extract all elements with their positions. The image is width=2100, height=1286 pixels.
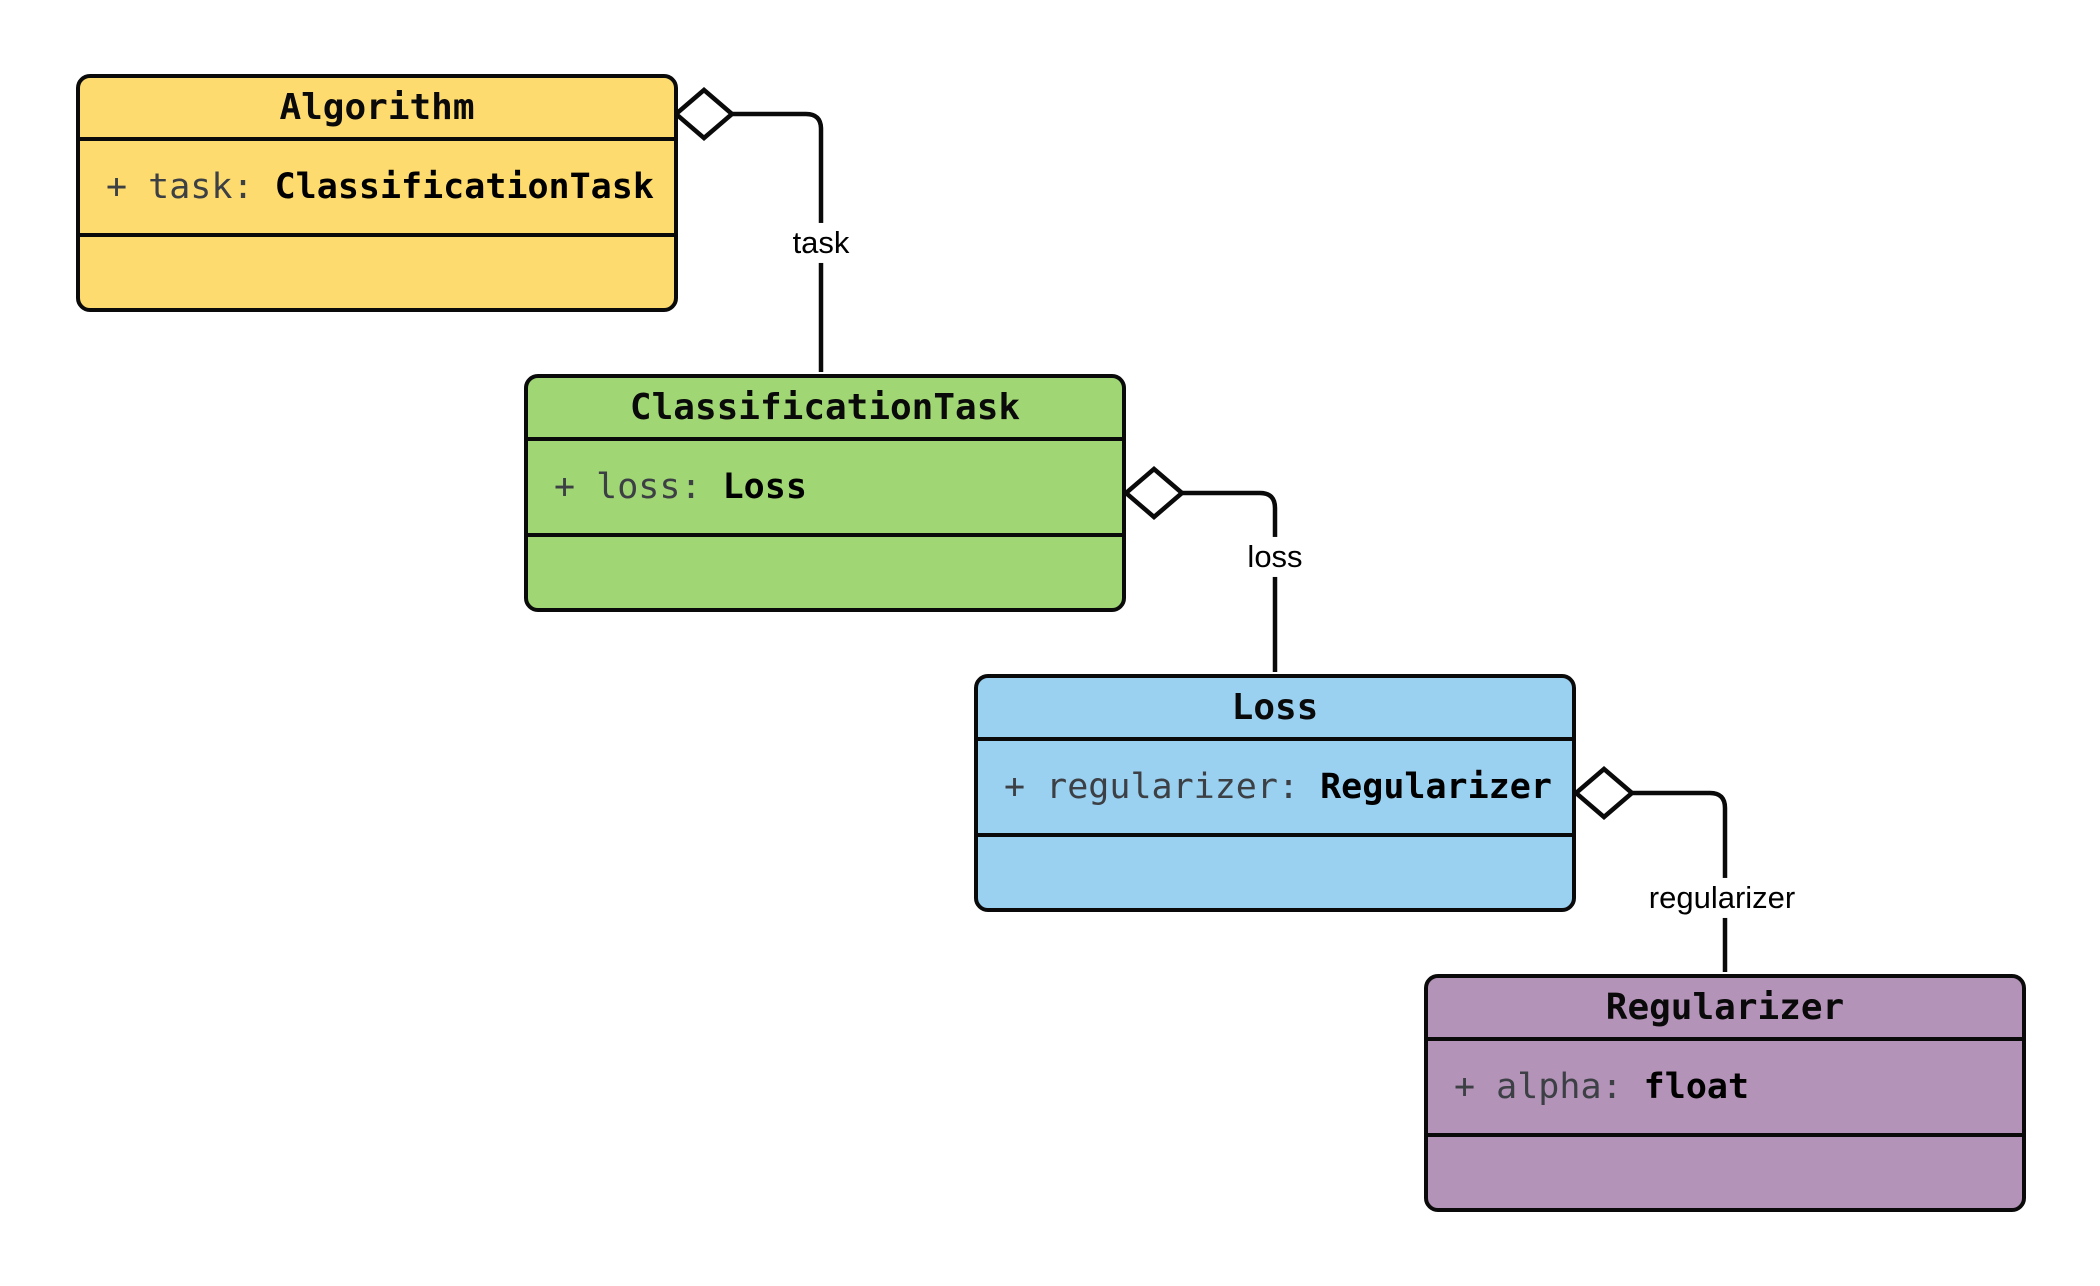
attribute-type: float: [1643, 1067, 1750, 1107]
attribute-name: regularizer: [1046, 767, 1278, 807]
attribute-separator: :: [232, 167, 275, 207]
attribute-visibility: +: [1004, 767, 1047, 807]
edge-label-regularizer: regularizer: [1640, 877, 1804, 919]
class-attributes-compartment: + loss: Loss: [528, 441, 1122, 537]
edge-label-loss: loss: [1239, 536, 1311, 578]
class-title: ClassificationTask: [528, 378, 1122, 441]
class-regularizer: Regularizer + alpha: float: [1424, 974, 2026, 1212]
class-classificationtask: ClassificationTask + loss: Loss: [524, 374, 1126, 612]
class-loss: Loss + regularizer: Regularizer: [974, 674, 1576, 912]
class-methods-compartment-empty: [1428, 1137, 2022, 1208]
class-attributes-compartment: + task: ClassificationTask: [80, 141, 674, 237]
attribute-visibility: +: [1454, 1067, 1497, 1107]
attribute-name: task: [148, 167, 233, 207]
attribute-visibility: +: [106, 167, 149, 207]
class-algorithm: Algorithm + task: ClassificationTask: [76, 74, 678, 312]
class-attributes-compartment: + regularizer: Regularizer: [978, 741, 1572, 837]
aggregation-link-loss: [1182, 490, 1278, 672]
attribute-line: + loss: Loss: [554, 467, 807, 507]
attribute-type: ClassificationTask: [274, 167, 654, 207]
attribute-separator: :: [680, 467, 723, 507]
attribute-type: Regularizer: [1320, 767, 1552, 807]
class-attributes-compartment: + alpha: float: [1428, 1041, 2022, 1137]
attribute-type: Loss: [722, 467, 807, 507]
attribute-line: + alpha: float: [1454, 1067, 1749, 1107]
attribute-visibility: +: [554, 467, 597, 507]
attribute-name: alpha: [1496, 1067, 1602, 1107]
edge-label-task: task: [784, 222, 858, 264]
aggregation-diamond-icon: [672, 87, 736, 141]
class-title: Algorithm: [80, 78, 674, 141]
attribute-line: + task: ClassificationTask: [106, 167, 654, 207]
class-title: Loss: [978, 678, 1572, 741]
class-methods-compartment-empty: [978, 837, 1572, 908]
class-title: Regularizer: [1428, 978, 2022, 1041]
aggregation-diamond-icon: [1122, 466, 1186, 520]
attribute-name: loss: [596, 467, 681, 507]
class-methods-compartment-empty: [80, 237, 674, 308]
attribute-separator: :: [1601, 1067, 1644, 1107]
attribute-separator: :: [1277, 767, 1321, 807]
aggregation-diamond-icon: [1572, 766, 1636, 820]
attribute-line: + regularizer: Regularizer: [1004, 767, 1552, 807]
class-methods-compartment-empty: [528, 537, 1122, 608]
